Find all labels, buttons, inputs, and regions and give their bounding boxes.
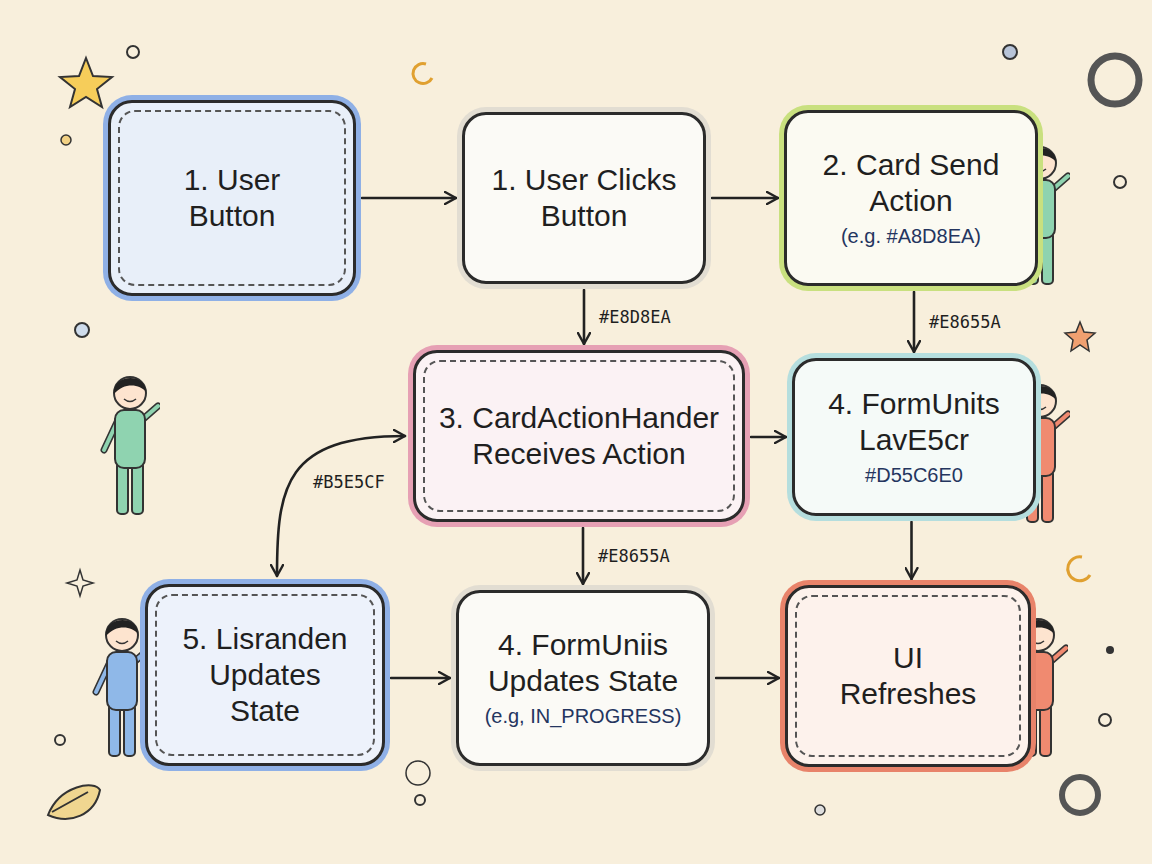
dot — [1003, 45, 1017, 59]
edge-label: #E8D8EA — [596, 306, 674, 328]
box-note: (e.g. #A8D8EA) — [806, 223, 1016, 249]
process-box: 3. CardActionHander Receives Action — [413, 350, 745, 522]
box-title: 1. User Button — [152, 162, 312, 234]
box-title: 3. CardActionHander Receives Action — [419, 400, 739, 472]
dot — [55, 735, 65, 745]
box-text: 4. FormUniis Updates State (e.g, IN_PROGR… — [478, 627, 688, 729]
box-text: 2. Card Send Action (e.g. #A8D8EA) — [806, 147, 1016, 249]
swirl — [1068, 557, 1090, 581]
box-title: 4. FormUniis Updates State — [478, 627, 688, 699]
dot — [75, 323, 89, 337]
process-box: 1. User Clicks Button — [462, 112, 706, 284]
flow-arrow — [913, 292, 916, 352]
box-text: 4. FormUnits LavE5cr #D55C6E0 — [814, 386, 1014, 488]
dot — [415, 795, 425, 805]
sparkle — [67, 570, 93, 596]
flow-arrow — [716, 677, 779, 680]
flow-arrow — [582, 528, 585, 584]
flow-arrow — [712, 197, 778, 200]
edge-label: #E8655A — [926, 311, 1004, 333]
leaf — [48, 785, 100, 819]
edge-label: #E8655A — [595, 545, 673, 567]
box-note: #D55C6E0 — [814, 462, 1014, 488]
dot — [127, 46, 139, 58]
box-note: (e.g, IN_PROGRESS) — [478, 703, 688, 729]
flow-arrow — [277, 436, 405, 576]
process-box: 4. FormUniis Updates State (e.g, IN_PROGR… — [456, 590, 710, 766]
ring — [1091, 56, 1139, 104]
process-box: 5. Lisranden Updates State — [145, 584, 385, 766]
edge-label: #B5E5CF — [310, 471, 388, 493]
box-title: UI Refreshes — [823, 640, 993, 712]
dot — [815, 805, 825, 815]
person-figure — [104, 377, 158, 514]
process-box: 2. Card Send Action (e.g. #A8D8EA) — [784, 110, 1038, 286]
box-title: 4. FormUnits LavE5cr — [814, 386, 1014, 458]
process-box: 1. User Button — [108, 100, 356, 296]
box-text: 5. Lisranden Updates State — [180, 621, 350, 729]
dot — [1114, 176, 1126, 188]
box-text: UI Refreshes — [823, 640, 993, 712]
process-box: 4. FormUnits LavE5cr #D55C6E0 — [792, 358, 1036, 516]
flow-arrow — [362, 197, 456, 200]
dot — [1099, 714, 1111, 726]
box-title: 2. Card Send Action — [806, 147, 1016, 219]
box-text: 1. User Clicks Button — [484, 162, 684, 234]
person-figure — [96, 619, 150, 756]
box-title: 5. Lisranden Updates State — [180, 621, 350, 729]
dot — [1106, 646, 1114, 654]
flow-arrow — [910, 522, 913, 579]
ring — [1062, 777, 1098, 813]
dot — [61, 135, 71, 145]
box-text: 1. User Button — [152, 162, 312, 234]
box-text: 3. CardActionHander Receives Action — [419, 400, 739, 472]
ring — [406, 761, 430, 785]
box-title: 1. User Clicks Button — [484, 162, 684, 234]
star — [60, 58, 112, 107]
flow-arrow — [583, 290, 586, 344]
flow-arrow — [751, 436, 786, 439]
swirl — [413, 64, 432, 84]
process-box: UI Refreshes — [785, 585, 1031, 767]
flow-arrow — [391, 677, 450, 680]
star — [1065, 322, 1095, 351]
